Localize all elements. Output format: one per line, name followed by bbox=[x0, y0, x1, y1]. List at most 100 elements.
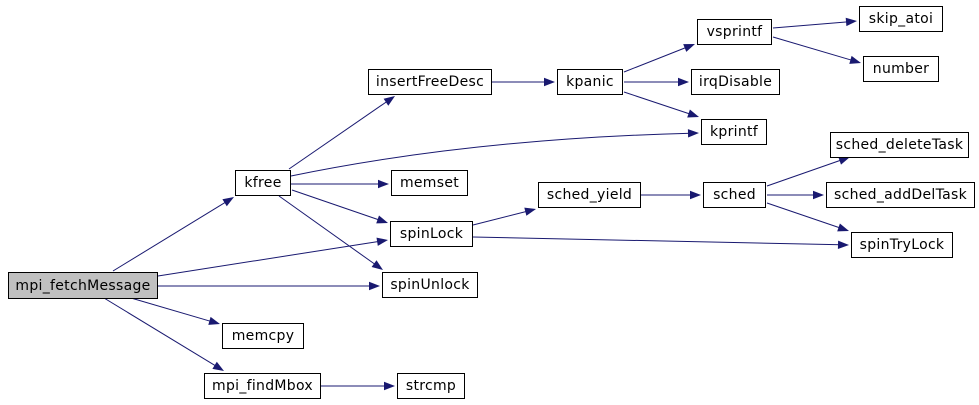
arrowhead-icon bbox=[687, 109, 699, 118]
edge-mpi-fetchmessage-to-spinunlock bbox=[158, 281, 380, 291]
node-label: spinUnlock bbox=[390, 277, 470, 293]
node-mpi-findmbox[interactable]: mpi_findMbox bbox=[204, 373, 321, 399]
node-irqdisable[interactable]: irqDisable bbox=[691, 69, 780, 95]
edge-line bbox=[766, 202, 842, 229]
edge-kpanic-to-irqdisable bbox=[624, 77, 689, 87]
edge-sched-yield-to-sched bbox=[641, 190, 701, 200]
edge-line bbox=[623, 46, 688, 73]
arrowhead-icon bbox=[544, 77, 555, 87]
node-label: sched_yield bbox=[546, 187, 633, 203]
node-number[interactable]: number bbox=[863, 56, 939, 82]
edge-line bbox=[472, 210, 529, 226]
arrowhead-icon bbox=[683, 44, 695, 52]
edge-line bbox=[472, 236, 842, 246]
edge-mpi-fetchmessage-to-kfree bbox=[112, 197, 234, 272]
node-label: spinLock bbox=[399, 226, 464, 242]
edge-vsprintf-to-skip-atoi bbox=[772, 17, 857, 29]
edge-line bbox=[157, 240, 381, 277]
arrowhead-icon bbox=[371, 260, 383, 270]
arrowhead-icon bbox=[813, 190, 824, 200]
node-label: kprintf bbox=[709, 124, 759, 140]
node-memcpy[interactable]: memcpy bbox=[222, 323, 304, 349]
edge-line bbox=[278, 195, 377, 266]
arrowhead-icon bbox=[376, 237, 388, 246]
node-label: mpi_findMbox bbox=[212, 378, 313, 394]
arrowhead-icon bbox=[524, 207, 536, 216]
edge-line bbox=[623, 91, 692, 115]
node-label: spinTryLock bbox=[859, 237, 945, 253]
node-spinunlock[interactable]: spinUnlock bbox=[382, 272, 478, 298]
node-label: mpi_fetchMessage bbox=[15, 277, 151, 294]
edge-spinlock-to-spintrylock bbox=[472, 236, 849, 249]
node-label: irqDisable bbox=[698, 74, 773, 90]
edge-kfree-to-memset bbox=[291, 179, 389, 189]
node-kprintf[interactable]: kprintf bbox=[701, 119, 767, 145]
node-label: memcpy bbox=[231, 328, 295, 344]
node-skip-atoi[interactable]: skip_atoi bbox=[859, 6, 943, 32]
edge-mpi-fetchmessage-to-memcpy bbox=[130, 297, 220, 325]
edge-insertfreedesc-to-kpanic bbox=[492, 77, 555, 87]
arrowhead-icon bbox=[678, 77, 689, 87]
edge-kfree-to-kprintf bbox=[290, 129, 699, 177]
node-label: kfree bbox=[244, 175, 282, 191]
edge-mpi-fetchmessage-to-mpi-findmbox bbox=[103, 297, 224, 371]
node-label: strcmp bbox=[405, 378, 457, 394]
edge-kpanic-to-kprintf bbox=[623, 91, 699, 118]
edge-line bbox=[290, 132, 692, 177]
node-label: sched_deleteTask bbox=[835, 137, 964, 153]
arrowhead-icon bbox=[690, 190, 701, 200]
arrowhead-icon bbox=[838, 156, 850, 165]
edge-line bbox=[103, 297, 218, 368]
edge-kfree-to-spinlock bbox=[291, 189, 388, 224]
node-mpi-fetchmessage: mpi_fetchMessage bbox=[8, 272, 158, 299]
arrowhead-icon bbox=[845, 17, 857, 27]
node-vsprintf[interactable]: vsprintf bbox=[697, 19, 772, 45]
edge-line bbox=[130, 297, 213, 323]
node-strcmp[interactable]: strcmp bbox=[397, 373, 465, 399]
edge-line bbox=[766, 159, 843, 187]
arrowhead-icon bbox=[376, 215, 388, 224]
node-label: sched bbox=[713, 187, 756, 203]
node-insertfreedesc[interactable]: insertFreeDesc bbox=[368, 69, 492, 95]
arrowhead-icon bbox=[369, 281, 380, 291]
edge-sched-to-spintrylock bbox=[766, 202, 849, 232]
node-sched-yield[interactable]: sched_yield bbox=[538, 182, 641, 208]
edge-line bbox=[772, 36, 854, 62]
node-sched-adddeltask[interactable]: sched_addDelTask bbox=[826, 182, 975, 208]
edge-line bbox=[772, 21, 850, 29]
node-spintrylock[interactable]: spinTryLock bbox=[851, 232, 953, 258]
arrowhead-icon bbox=[837, 240, 849, 249]
node-label: insertFreeDesc bbox=[375, 74, 485, 90]
edge-line bbox=[291, 189, 381, 221]
node-sched-deletetask[interactable]: sched_deleteTask bbox=[830, 132, 969, 158]
arrowhead-icon bbox=[212, 361, 224, 371]
edge-sched-to-sched-deletetask bbox=[766, 156, 850, 187]
edge-line bbox=[112, 200, 228, 272]
edge-sched-to-sched-adddeltask bbox=[767, 190, 824, 200]
edge-mpi-findmbox-to-strcmp bbox=[321, 381, 395, 391]
node-label: number bbox=[872, 61, 930, 77]
arrowhead-icon bbox=[222, 197, 234, 207]
node-memset[interactable]: memset bbox=[391, 170, 468, 196]
arrowhead-icon bbox=[849, 55, 861, 64]
node-spinlock[interactable]: spinLock bbox=[390, 221, 473, 247]
edge-line bbox=[288, 100, 389, 170]
edge-mpi-fetchmessage-to-spinlock bbox=[157, 237, 388, 277]
node-sched[interactable]: sched bbox=[703, 182, 766, 208]
node-label: kpanic bbox=[566, 74, 614, 90]
node-kpanic[interactable]: kpanic bbox=[557, 69, 623, 95]
arrowhead-icon bbox=[837, 223, 849, 232]
node-kfree[interactable]: kfree bbox=[235, 170, 291, 196]
arrowhead-icon bbox=[208, 316, 220, 325]
edge-vsprintf-to-number bbox=[772, 36, 861, 64]
edge-spinlock-to-sched-yield bbox=[472, 207, 536, 226]
arrowhead-icon bbox=[383, 96, 395, 106]
node-label: memset bbox=[399, 175, 460, 191]
node-label: sched_addDelTask bbox=[833, 187, 967, 203]
arrowhead-icon bbox=[687, 129, 699, 138]
edge-kfree-to-spinunlock bbox=[278, 195, 383, 270]
edge-kfree-to-insertfreedesc bbox=[288, 96, 395, 170]
edge-kpanic-to-vsprintf bbox=[623, 44, 695, 73]
